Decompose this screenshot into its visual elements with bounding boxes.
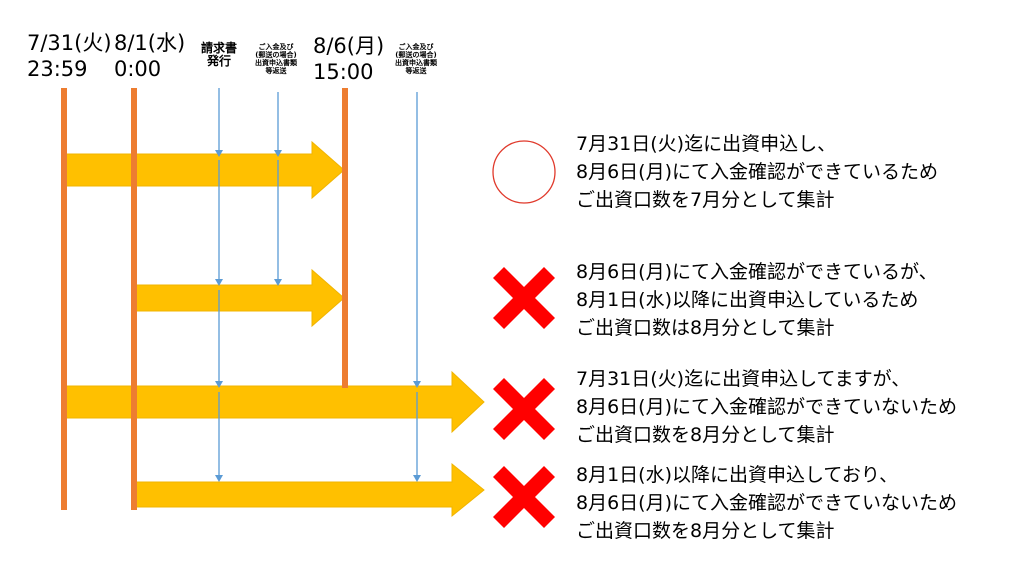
cross-icon [493, 466, 555, 528]
marker-invoice-4-head [215, 475, 223, 482]
header-806-time: 15:00 [313, 60, 374, 84]
case-1-line-1: 7月31日(火)迄に出資申込し、 [576, 133, 837, 155]
timeline-806 [342, 88, 348, 388]
case-3-line-2: 8月6日(月)にて入金確認ができていないため [576, 396, 958, 418]
timeline-801 [131, 88, 137, 510]
case-4-line-3: ご出資口数を8月分として集計 [576, 520, 835, 542]
header-docs-b: ご入金及び (郵送の場合) 出資申込書類 等返送 [395, 43, 437, 75]
cross-icon [493, 378, 555, 440]
circle-icon [492, 140, 556, 204]
marker-invoice-2-head [215, 279, 223, 286]
marker-group [215, 88, 421, 482]
header-docs-a-line1: ご入金及び [258, 43, 294, 51]
header-invoice-line1: 請求書 [200, 41, 238, 55]
case-3-arrow [65, 370, 485, 434]
marker-invoice-3-head [215, 381, 223, 388]
header-docs-a: ご入金及び (郵送の場合) 出資申込書類 等返送 [255, 43, 297, 75]
result-icon-group [492, 140, 556, 528]
header-806: 8/6(月) 15:00 [313, 33, 384, 85]
cross-icon [493, 267, 555, 329]
header-docs-b-line1: ご入金及び [398, 43, 434, 51]
header-801-date: 8/1(水) [114, 31, 186, 55]
timeline-731 [61, 88, 67, 510]
case-2-line-3: ご出資口数は8月分として集計 [576, 317, 835, 339]
marker-docs-a-1-head [274, 150, 282, 157]
header-docs-a-line2: (郵送の場合) [255, 51, 297, 59]
header-731: 7/31(火) 23:59 [27, 30, 112, 82]
header-docs-a-line3: 出資申込書類 [255, 59, 297, 67]
header-docs-a-line4: 等返送 [265, 67, 287, 75]
marker-docs-a-2-head [274, 279, 282, 286]
case-3-message: 7月31日(火)迄に出資申込してますが、 8月6日(月)にて入金確認ができていな… [576, 365, 957, 449]
header-docs-b-line3: 出資申込書類 [395, 59, 437, 67]
header-731-time: 23:59 [27, 57, 88, 81]
case-1-line-3: ご出資口数を7月分として集計 [576, 189, 835, 211]
case-4-arrow [135, 462, 485, 518]
case-3-line-1: 7月31日(火)迄に出資申込してますが、 [576, 368, 911, 390]
header-806-date: 8/6(月) [313, 34, 385, 58]
case-2-message: 8月6日(月)にて入金確認ができているが、 8月1日(水)以降に出資申込している… [576, 258, 938, 342]
case-2-line-2: 8月1日(水)以降に出資申込しているため [576, 289, 919, 311]
case-1-line-2: 8月6日(月)にて入金確認ができているため [576, 161, 939, 183]
case-4-line-2: 8月6日(月)にて入金確認ができていないため [576, 492, 958, 514]
header-801: 8/1(水) 0:00 [114, 30, 185, 82]
case-2-line-1: 8月6日(月)にて入金確認ができているが、 [576, 261, 938, 283]
header-docs-b-line2: (郵送の場合) [395, 51, 437, 59]
marker-docs-b-1-head [413, 381, 421, 388]
case-4-line-1: 8月1日(水)以降に出資申込しており、 [576, 464, 899, 486]
marker-docs-b-2-head [413, 475, 421, 482]
case-1-arrow [65, 140, 345, 200]
arrow-group [65, 140, 485, 518]
case-1-message: 7月31日(火)迄に出資申込し、 8月6日(月)にて入金確認ができているため ご… [576, 130, 938, 214]
case-3-line-3: ご出資口数を8月分として集計 [576, 424, 835, 446]
marker-invoice-1-head [215, 150, 223, 157]
header-801-time: 0:00 [114, 57, 162, 81]
timeline-group [61, 88, 348, 510]
header-731-date: 7/31(火) [27, 31, 112, 55]
header-invoice-line2: 発行 [206, 54, 232, 68]
case-4-message: 8月1日(水)以降に出資申込しており、 8月6日(月)にて入金確認ができていない… [576, 461, 957, 545]
header-invoice: 請求書 発行 [201, 42, 237, 68]
case-2-arrow [135, 268, 345, 328]
header-docs-b-line4: 等返送 [405, 67, 427, 75]
